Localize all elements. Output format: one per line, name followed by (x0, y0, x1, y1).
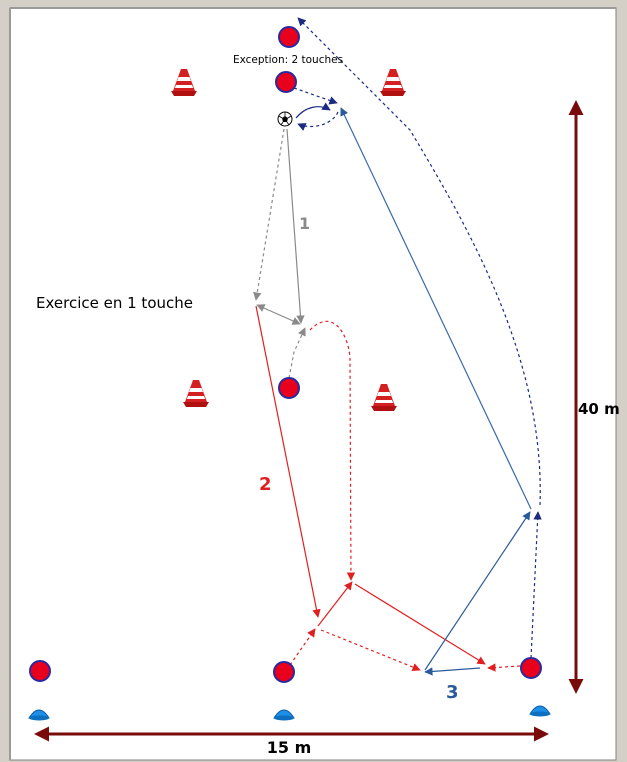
player-marker (273, 661, 295, 683)
player-marker (278, 26, 300, 48)
step-1-label: 1 (299, 214, 310, 233)
player-marker (275, 71, 297, 93)
path-phase-1 (253, 128, 306, 379)
path-phase-2 (255, 305, 521, 672)
player-marker (520, 657, 542, 679)
player-marker (29, 660, 51, 682)
field-area (9, 7, 617, 761)
path-phase-3 (293, 17, 542, 676)
width-label: 15 m (267, 738, 312, 757)
player-marker (278, 377, 300, 399)
exception-label: Exception: 2 touches (233, 54, 343, 66)
ball-icon (277, 111, 293, 127)
step-2-label: 2 (259, 474, 272, 495)
height-label: 40 m (578, 400, 620, 418)
exercise-label: Exercice en 1 touche (36, 294, 193, 312)
step-3-label: 3 (446, 682, 459, 703)
